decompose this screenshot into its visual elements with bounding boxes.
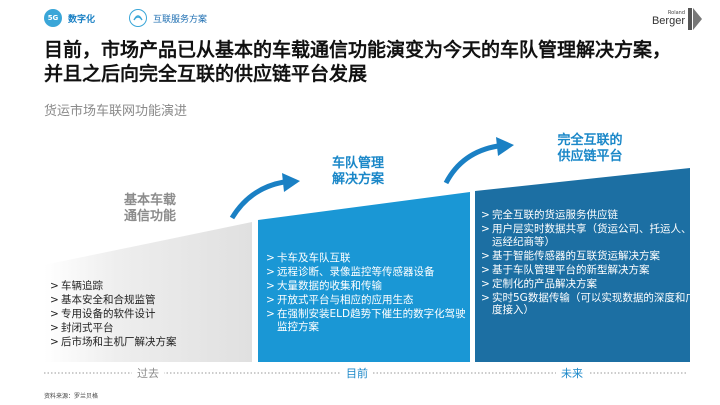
list-item: 基于车队管理平台的新型解决方案 bbox=[481, 264, 706, 277]
digital-tag-label: 数字化 bbox=[68, 14, 96, 25]
logo-big-text: Berger bbox=[651, 15, 685, 27]
list-item: 基于智能传感器的互联货运解决方案 bbox=[481, 250, 706, 263]
arrow-to-future-icon bbox=[443, 143, 499, 185]
connected-service-tag: 互联服务方案 bbox=[129, 9, 207, 27]
timeline-now-label: 目前 bbox=[341, 365, 373, 381]
list-item: 实时5G数据传输（可以实现数据的深度和广度接入） bbox=[481, 292, 706, 317]
list-item: 在强制安装ELD趋势下催生的数字化驾驶监控方案 bbox=[266, 308, 471, 333]
list-item: 大量数据的收集和传输 bbox=[266, 280, 471, 293]
connected-service-label: 互联服务方案 bbox=[153, 14, 208, 25]
logo-small-text: Roland bbox=[667, 10, 685, 16]
list-item: 远程诊断、录像监控等传感器设备 bbox=[266, 266, 471, 279]
digital-tag: 5G 数字化 bbox=[44, 9, 95, 27]
stage-title-platform: 完全互联的供应链平台 bbox=[557, 133, 623, 164]
list-item: 开放式平台与相应的应用生态 bbox=[266, 294, 471, 307]
list-item: 用户层实时数据共享（货运公司、托运人、货运经纪商等） bbox=[481, 223, 706, 248]
timeline-past-label: 过去 bbox=[132, 365, 164, 381]
list-item: 车辆追踪 bbox=[50, 280, 250, 293]
stage-title-basic: 基本车载通信功能 bbox=[123, 193, 176, 224]
list-item: 封闭式平台 bbox=[50, 322, 250, 335]
stage-list-platform: 完全互联的货运服务供应链 用户层实时数据共享（货运公司、托运人、货运经纪商等） … bbox=[481, 209, 706, 318]
arrow-to-current-icon bbox=[229, 179, 285, 220]
list-item: 专用设备的软件设计 bbox=[50, 308, 250, 321]
logo-mark-icon bbox=[688, 8, 702, 30]
page-subtitle: 货运市场车联网功能演进 bbox=[44, 104, 188, 119]
list-item: 卡车及车队互联 bbox=[266, 252, 471, 265]
page-title: 目前，市场产品已从基本的车载通信功能演变为今天的车队管理解决方案，并且之后向完全… bbox=[44, 39, 672, 85]
list-item: 定制化的产品解决方案 bbox=[481, 278, 706, 291]
digital-icon: 5G bbox=[44, 9, 62, 27]
list-item: 基本安全和合规监管 bbox=[50, 294, 250, 307]
timeline: 过去 目前 未来 bbox=[44, 364, 674, 382]
roland-berger-logo: Roland Berger bbox=[652, 8, 702, 30]
stage-list-fleet: 卡车及车队互联 远程诊断、录像监控等传感器设备 大量数据的收集和传输 开放式平台… bbox=[266, 252, 471, 335]
list-item: 完全互联的货运服务供应链 bbox=[481, 209, 706, 222]
topbar: 5G 数字化 互联服务方案 bbox=[44, 8, 241, 28]
connected-service-icon bbox=[129, 9, 148, 27]
timeline-future-label: 未来 bbox=[556, 365, 588, 381]
source-note: 资料来源：罗兰贝格 bbox=[44, 393, 99, 400]
stage-list-basic: 车辆追踪 基本安全和合规监管 专用设备的软件设计 封闭式平台 后市场和主机厂解决… bbox=[50, 280, 250, 350]
stage-title-fleet: 车队管理解决方案 bbox=[331, 156, 384, 187]
list-item: 后市场和主机厂解决方案 bbox=[50, 336, 250, 349]
